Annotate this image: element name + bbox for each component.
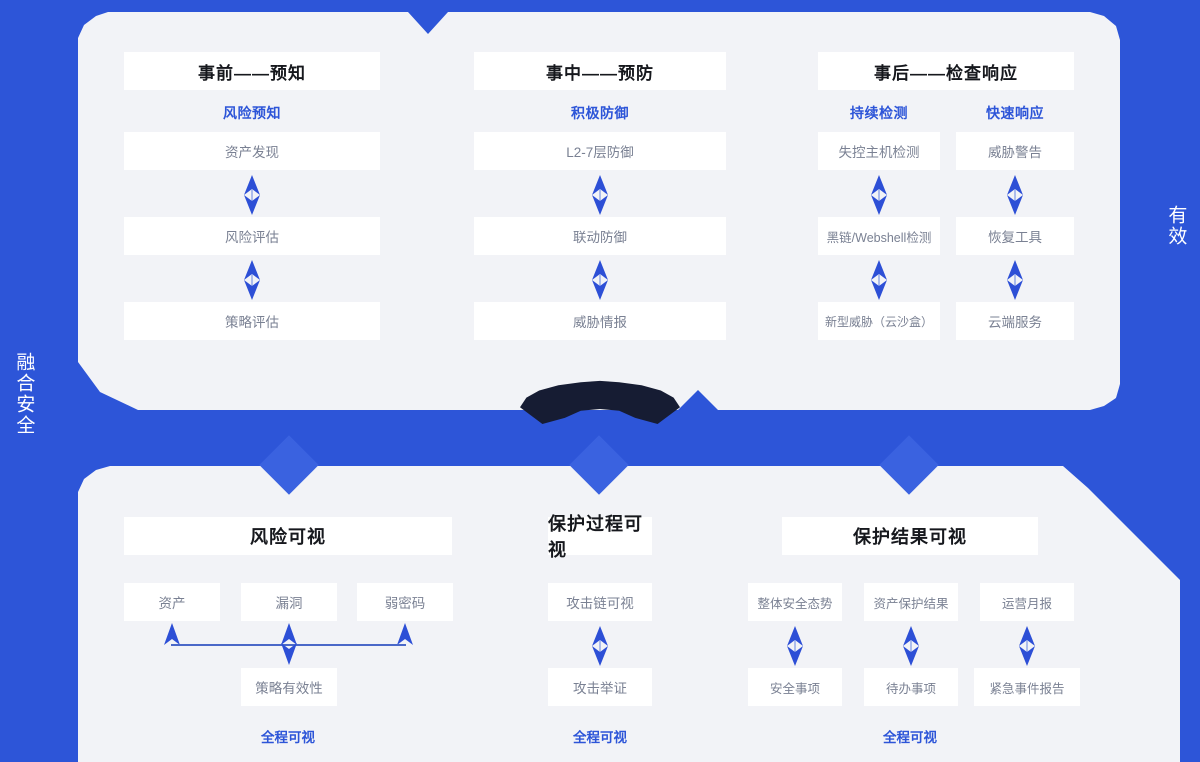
subtitle-risk-forecast: 风险预知 xyxy=(223,105,281,121)
node-weak-password[interactable]: 弱密码 xyxy=(357,583,453,621)
node-new-threat-sandbox[interactable]: 新型威胁（云沙盒） xyxy=(818,302,940,340)
arrow-down-icon xyxy=(281,643,297,665)
double-arrow-icon xyxy=(1007,260,1023,300)
group-title-risk-visible: 风险可视 xyxy=(124,517,452,555)
double-arrow-icon xyxy=(1007,175,1023,215)
side-label-left: 融合安全 xyxy=(13,352,35,436)
double-arrow-icon xyxy=(903,626,919,666)
node-emergency-incident-report[interactable]: 紧急事件报告 xyxy=(974,668,1080,706)
group-title-after: 事后——检查响应 xyxy=(818,52,1074,90)
node-vulnerability[interactable]: 漏洞 xyxy=(241,583,337,621)
node-threat-alert[interactable]: 威胁警告 xyxy=(956,132,1074,170)
node-overall-security-posture[interactable]: 整体安全态势 xyxy=(748,583,842,621)
double-arrow-icon xyxy=(871,175,887,215)
double-arrow-icon xyxy=(592,260,608,300)
node-compromised-host-detection[interactable]: 失控主机检测 xyxy=(818,132,940,170)
double-arrow-icon xyxy=(244,260,260,300)
group-title-result-visible: 保护结果可视 xyxy=(782,517,1038,555)
double-arrow-icon xyxy=(592,626,608,666)
connector-line xyxy=(171,644,406,646)
footer-full-visibility-2: 全程可视 xyxy=(573,730,627,745)
node-security-items[interactable]: 安全事项 xyxy=(748,668,842,706)
node-asset-protection-result[interactable]: 资产保护结果 xyxy=(864,583,958,621)
double-arrow-icon xyxy=(244,175,260,215)
node-linkage-defense[interactable]: 联动防御 xyxy=(474,217,726,255)
node-attack-evidence[interactable]: 攻击举证 xyxy=(548,668,652,706)
node-l2-7-defense[interactable]: L2-7层防御 xyxy=(474,132,726,170)
node-policy-effectiveness[interactable]: 策略有效性 xyxy=(241,668,337,706)
arrow-up-icon xyxy=(164,623,180,645)
footer-full-visibility-1: 全程可视 xyxy=(261,730,315,745)
subtitle-rapid-response: 快速响应 xyxy=(986,105,1044,121)
group-title-during: 事中——预防 xyxy=(474,52,726,90)
node-risk-assessment[interactable]: 风险评估 xyxy=(124,217,380,255)
arrow-up-icon xyxy=(397,623,413,645)
double-arrow-icon xyxy=(787,626,803,666)
arrow-up-icon xyxy=(281,623,297,645)
node-recovery-tool[interactable]: 恢复工具 xyxy=(956,217,1074,255)
double-arrow-icon xyxy=(592,175,608,215)
node-monthly-ops-report[interactable]: 运营月报 xyxy=(980,583,1074,621)
node-asset[interactable]: 资产 xyxy=(124,583,220,621)
node-blackchain-webshell-detection[interactable]: 黑链/Webshell检测 xyxy=(818,217,940,255)
double-arrow-icon xyxy=(871,260,887,300)
subtitle-active-defense: 积极防御 xyxy=(571,105,629,121)
group-title-process-visible: 保护过程可视 xyxy=(548,514,652,560)
node-attack-chain-visible[interactable]: 攻击链可视 xyxy=(548,583,652,621)
node-cloud-service[interactable]: 云端服务 xyxy=(956,302,1074,340)
node-asset-discovery[interactable]: 资产发现 xyxy=(124,132,380,170)
side-label-right: 有效 xyxy=(1165,205,1187,247)
node-todo-items[interactable]: 待办事项 xyxy=(864,668,958,706)
group-title-before: 事前——预知 xyxy=(124,52,380,90)
subtitle-continuous-detection: 持续检测 xyxy=(850,105,908,121)
double-arrow-icon xyxy=(1019,626,1035,666)
node-threat-intel[interactable]: 威胁情报 xyxy=(474,302,726,340)
footer-full-visibility-3: 全程可视 xyxy=(883,730,937,745)
node-policy-assessment[interactable]: 策略评估 xyxy=(124,302,380,340)
